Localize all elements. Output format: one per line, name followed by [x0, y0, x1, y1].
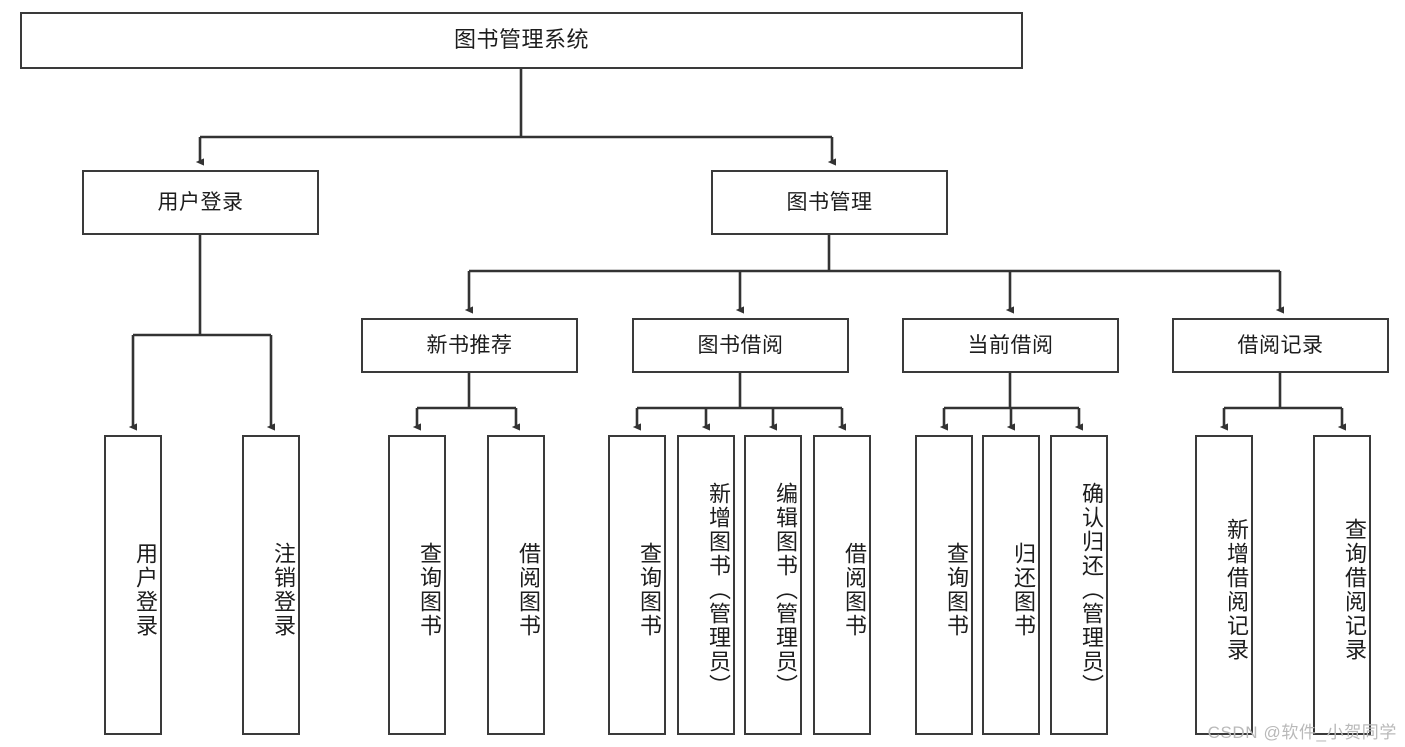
edge-current-borrow-to-leaves: [939, 373, 1084, 431]
leaf-logout[interactable]: 注销登录: [242, 435, 300, 735]
leaf-user-login[interactable]: 用户登录: [104, 435, 162, 735]
leaf-query-book-borrow[interactable]: 查询图书: [608, 435, 666, 735]
edge-user-login-to-leaves: [128, 235, 276, 431]
edge-book-manage-to-level3: [464, 235, 1285, 314]
node-root-book-management-system[interactable]: 图书管理系统: [20, 12, 1023, 69]
edge-new-book-rec-to-leaves: [412, 373, 521, 431]
node-book-borrow[interactable]: 图书借阅: [632, 318, 849, 373]
edge-root-to-level2: [195, 69, 837, 166]
node-borrow-record[interactable]: 借阅记录: [1172, 318, 1389, 373]
leaf-add-book-admin[interactable]: 新增图书（管理员）: [677, 435, 735, 735]
node-new-book-recommend[interactable]: 新书推荐: [361, 318, 578, 373]
leaf-return-book[interactable]: 归还图书: [982, 435, 1040, 735]
leaf-borrow-book[interactable]: 借阅图书: [813, 435, 871, 735]
edge-borrow-record-to-leaves: [1219, 373, 1347, 431]
watermark: CSDN @软件_小贺同学: [1207, 723, 1397, 742]
leaf-query-book-current[interactable]: 查询图书: [915, 435, 973, 735]
leaf-query-borrow-record[interactable]: 查询借阅记录: [1313, 435, 1371, 735]
leaf-borrow-book-new-recommend[interactable]: 借阅图书: [487, 435, 545, 735]
node-current-borrow[interactable]: 当前借阅: [902, 318, 1119, 373]
node-book-management[interactable]: 图书管理: [711, 170, 948, 235]
leaf-add-borrow-record[interactable]: 新增借阅记录: [1195, 435, 1253, 735]
leaf-query-book-new-recommend[interactable]: 查询图书: [388, 435, 446, 735]
node-user-login[interactable]: 用户登录: [82, 170, 319, 235]
leaf-edit-book-admin[interactable]: 编辑图书（管理员）: [744, 435, 802, 735]
edge-book-borrow-to-leaves: [632, 373, 847, 431]
leaf-confirm-return-admin[interactable]: 确认归还（管理员）: [1050, 435, 1108, 735]
